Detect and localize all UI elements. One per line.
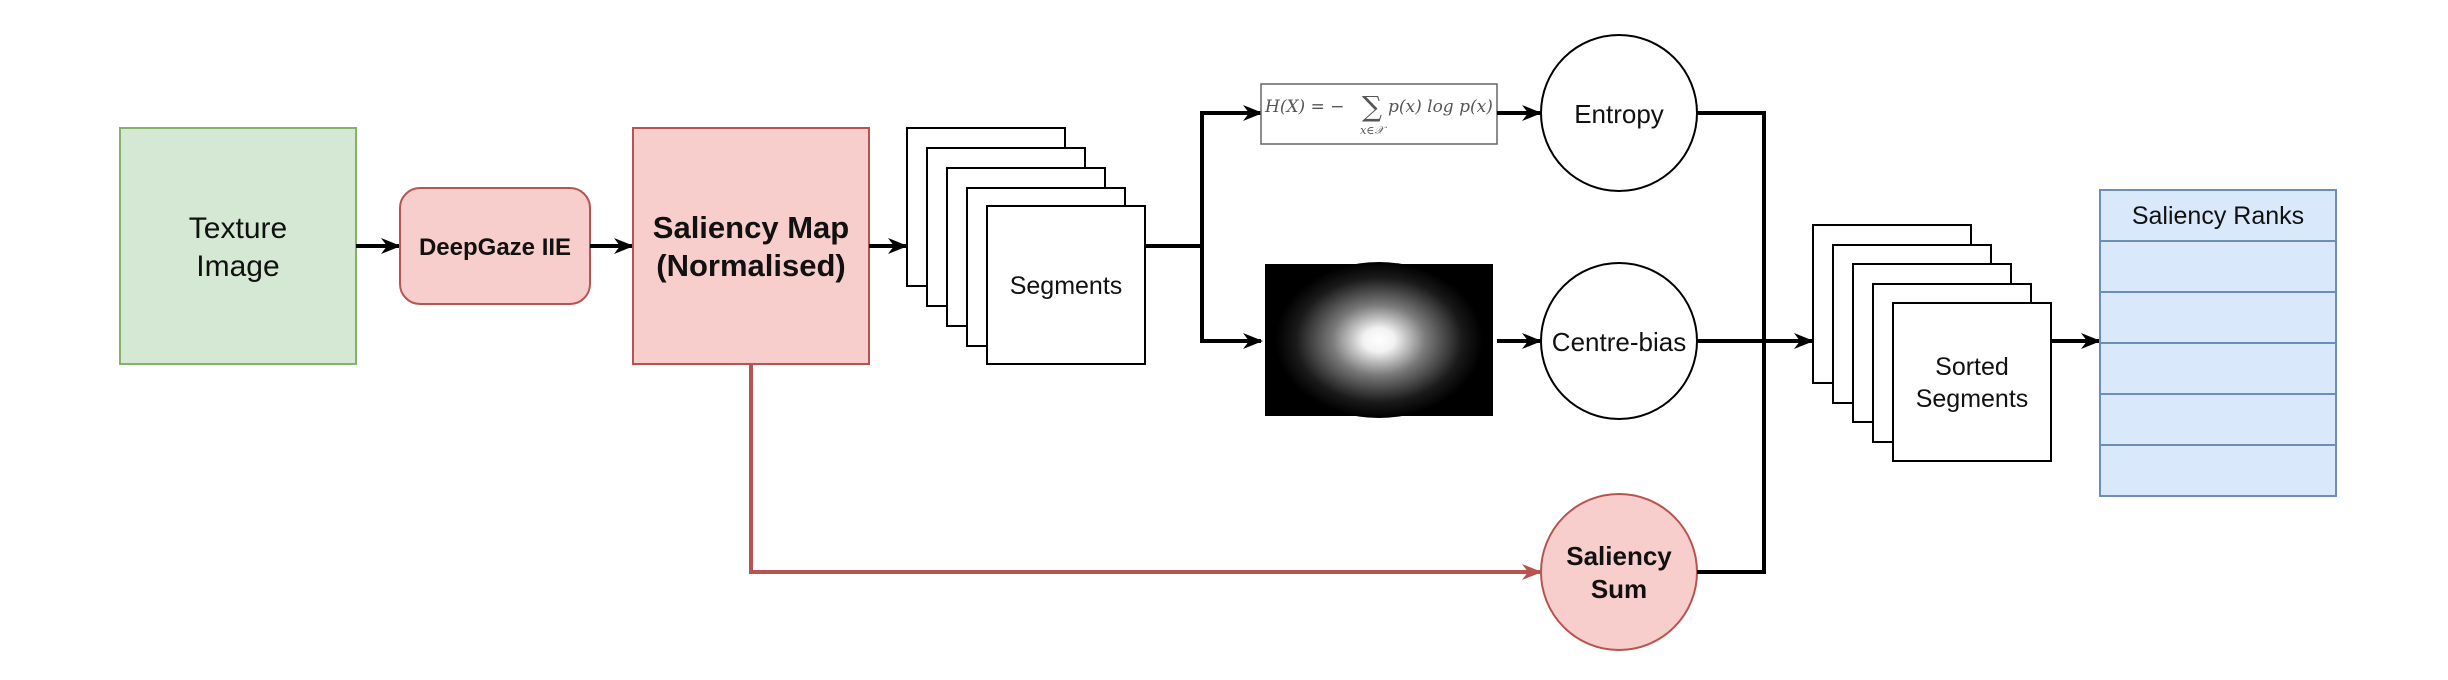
segments-label: Segments <box>1010 272 1123 300</box>
entropy-node: Entropy <box>1540 34 1698 192</box>
arrow-segments-to-centre-bias-map <box>1200 246 1263 349</box>
merge-connector <box>1697 111 1814 574</box>
saliency-map-node: Saliency Map (Normalised) <box>632 127 870 365</box>
saliency-ranks-header-label: Saliency Ranks <box>2132 202 2304 230</box>
entropy-formula: H(X) = − ∑ x∈𝒳 p(x) log p(x) <box>1260 83 1498 145</box>
arrow-map-to-saliency-sum <box>749 364 1542 580</box>
saliency-ranks-row <box>2099 342 2337 395</box>
deepgaze-label: DeepGaze IIE <box>419 234 571 261</box>
arrow-segments-to-entropy-formula <box>1145 105 1263 248</box>
deepgaze-node: DeepGaze IIE <box>399 187 591 305</box>
centre-bias-node: Centre-bias <box>1540 262 1698 420</box>
saliency-ranks-table <box>2099 189 2337 497</box>
saliency-map-label-1: Saliency Map <box>653 210 849 245</box>
centre-bias-label: Centre-bias <box>1552 327 1686 357</box>
entropy-formula-sum: ∑ <box>1362 90 1382 123</box>
segments-branch-connector <box>1145 105 1263 349</box>
saliency-ranks-row <box>2099 240 2337 293</box>
texture-image-label-2: Image <box>196 250 279 283</box>
texture-image-node: Texture Image <box>119 127 357 365</box>
entropy-formula-sub: x∈𝒳 <box>1360 124 1387 137</box>
saliency-map-label-2: (Normalised) <box>656 248 845 283</box>
segment-card <box>986 205 1146 365</box>
texture-image-label-1: Texture <box>189 212 287 245</box>
entropy-formula-lhs: H(X) = − <box>1264 97 1345 117</box>
centre-bias-map-image <box>1265 262 1493 418</box>
entropy-label: Entropy <box>1574 99 1664 129</box>
saliency-sum-label-2: Sum <box>1591 574 1647 604</box>
sorted-segments-label-1: Sorted <box>1935 353 2009 381</box>
sorted-segments-stack <box>1812 224 2052 462</box>
saliency-ranks-row <box>2099 444 2337 497</box>
saliency-ranks-row <box>2099 393 2337 446</box>
sorted-segments-label-2: Segments <box>1916 385 2029 413</box>
saliency-ranks-row <box>2099 291 2337 344</box>
segments-stack <box>906 127 1146 365</box>
saliency-sum-node: Saliency Sum <box>1540 493 1698 651</box>
entropy-formula-rhs: p(x) log p(x) <box>1388 97 1493 117</box>
saliency-sum-label-1: Saliency <box>1566 541 1672 571</box>
saliency-ranks-header <box>2099 189 2337 242</box>
sorted-segment-card <box>1892 302 2052 462</box>
